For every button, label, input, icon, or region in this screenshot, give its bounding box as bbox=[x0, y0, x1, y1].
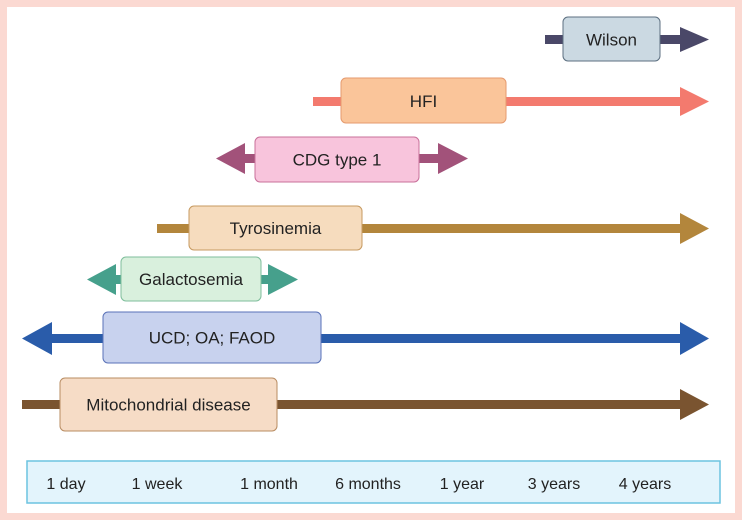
tick-label: 1 day bbox=[46, 476, 85, 493]
bar-hfi-arrow-right bbox=[680, 87, 709, 116]
bar-galactosemia-label: Galactosemia bbox=[139, 270, 243, 289]
tick-label: 6 months bbox=[335, 476, 401, 493]
bar-ucd-oa-faod: UCD; OA; FAOD bbox=[22, 311, 709, 364]
bar-wilson-label: Wilson bbox=[586, 31, 637, 50]
bar-ucd-oa-faod-label: UCD; OA; FAOD bbox=[149, 329, 276, 348]
bar-wilson-box bbox=[562, 16, 661, 62]
bar-hfi-label: HFI bbox=[410, 92, 437, 111]
bar-wilson: Wilson bbox=[545, 16, 709, 62]
tick-label: 4 years bbox=[619, 476, 671, 493]
bar-cdg-type-1: CDG type 1 bbox=[216, 136, 468, 183]
bar-galactosemia-arrow-right bbox=[268, 264, 298, 295]
bar-mitochondrial-disease-line bbox=[22, 400, 680, 409]
bar-mitochondrial-disease-arrow-right bbox=[680, 389, 709, 420]
tick-label: 3 years bbox=[528, 476, 580, 493]
tick-label: 1 month bbox=[240, 476, 298, 493]
bar-hfi: HFI bbox=[313, 77, 709, 124]
bar-mitochondrial-disease-box bbox=[59, 377, 278, 432]
bar-cdg-type-1-arrow-right bbox=[438, 143, 468, 174]
bar-ucd-oa-faod-box bbox=[102, 311, 322, 364]
bar-tyrosinemia-box bbox=[188, 205, 363, 251]
bar-ucd-oa-faod-line bbox=[48, 334, 680, 343]
bar-tyrosinemia-label: Tyrosinemia bbox=[230, 219, 322, 238]
bar-tyrosinemia-arrow-right bbox=[680, 213, 709, 244]
bar-tyrosinemia-line bbox=[157, 224, 680, 233]
bar-wilson-arrow-right bbox=[680, 27, 709, 52]
bar-cdg-type-1-label: CDG type 1 bbox=[293, 151, 382, 170]
bar-ucd-oa-faod-arrow-left bbox=[22, 322, 52, 355]
bar-ucd-oa-faod-arrow-right bbox=[680, 322, 709, 355]
tick-label: 1 year bbox=[440, 476, 485, 493]
bar-cdg-type-1-arrow-left bbox=[216, 143, 245, 174]
bar-galactosemia-arrow-left bbox=[87, 264, 116, 295]
bar-mitochondrial-disease-label: Mitochondrial disease bbox=[86, 396, 250, 415]
bar-hfi-box bbox=[340, 77, 507, 124]
timeline-box bbox=[26, 460, 721, 504]
tick-label: 1 week bbox=[132, 476, 184, 493]
bar-cdg-type-1-box bbox=[254, 136, 420, 183]
timeline-axis: 1 day 1 week 1 month 6 months 1 year 3 y… bbox=[26, 460, 721, 504]
bar-mitochondrial-disease: Mitochondrial disease bbox=[22, 377, 709, 432]
bar-galactosemia: Galactosemia bbox=[87, 256, 298, 302]
bar-galactosemia-box bbox=[120, 256, 262, 302]
bar-tyrosinemia: Tyrosinemia bbox=[157, 205, 709, 251]
